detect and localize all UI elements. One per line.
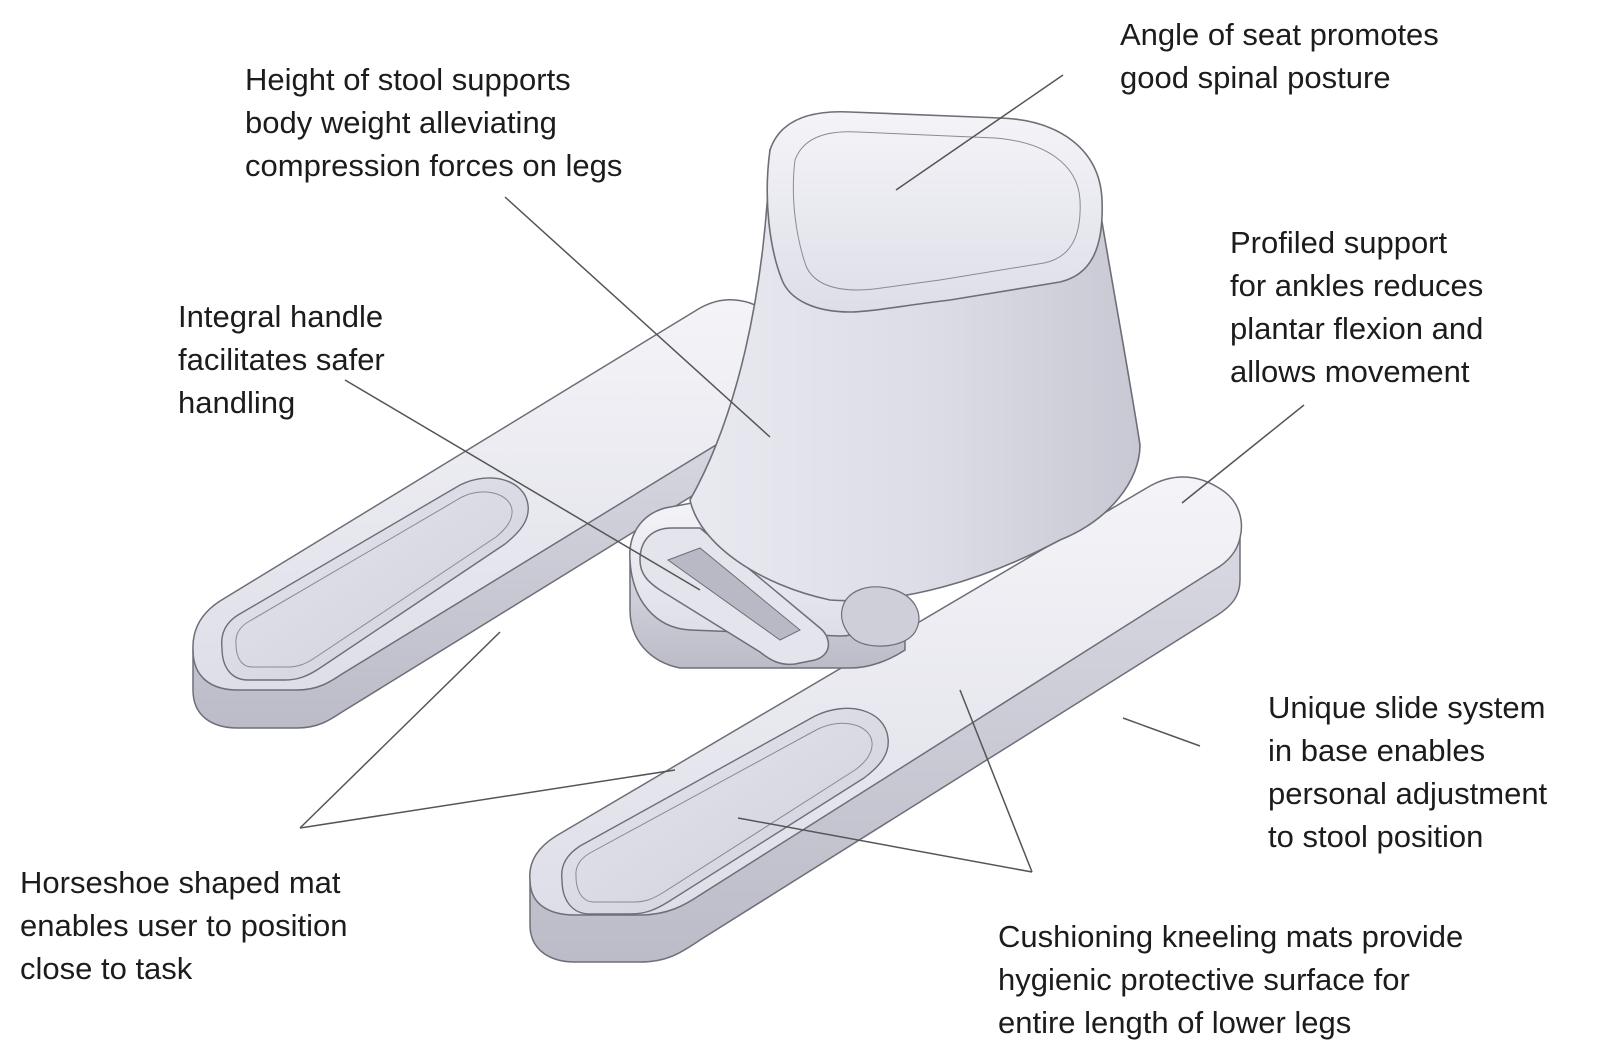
label-line: close to task xyxy=(20,951,193,986)
left-mat-arm xyxy=(192,298,772,729)
handle-slot xyxy=(666,547,801,641)
stool-body xyxy=(689,110,1141,647)
label-stool-height: Height of stool supports body weight all… xyxy=(245,58,622,187)
label-line: handling xyxy=(178,385,296,420)
label-line: Integral handle xyxy=(178,299,384,334)
label-line: in base enables xyxy=(1268,733,1486,768)
label-line: personal adjustment xyxy=(1268,776,1548,811)
right-mat-arm xyxy=(529,476,1243,963)
label-horseshoe-mat: Horseshoe shaped mat enables user to pos… xyxy=(20,861,347,990)
label-line: for ankles reduces xyxy=(1230,268,1484,303)
left-arm-pad-inner xyxy=(235,491,513,668)
label-line: Horseshoe shaped mat xyxy=(20,865,341,900)
stool-ankle-recess xyxy=(840,586,920,647)
label-line: entire length of lower legs xyxy=(998,1005,1352,1040)
label-line: Profiled support xyxy=(1230,225,1448,260)
right-arm-pad-inner xyxy=(575,722,873,903)
label-line: good spinal posture xyxy=(1120,60,1391,95)
label-ankle-support: Profiled support for ankles reduces plan… xyxy=(1230,221,1483,393)
label-integral-handle: Integral handle facilitates safer handli… xyxy=(178,295,385,424)
label-line: compression forces on legs xyxy=(245,148,623,183)
stool-seat-inner xyxy=(792,131,1081,291)
left-arm-pad xyxy=(220,477,529,681)
label-line: Angle of seat promotes xyxy=(1120,17,1439,52)
label-slide-system: Unique slide system in base enables pers… xyxy=(1268,686,1547,858)
label-line: Unique slide system xyxy=(1268,690,1546,725)
leader-seat-angle xyxy=(895,74,1064,191)
label-line: allows movement xyxy=(1230,354,1470,389)
label-line: hygienic protective surface for xyxy=(998,962,1410,997)
right-arm-pad xyxy=(561,707,889,915)
label-line: enables user to position xyxy=(20,908,348,943)
leader-lines xyxy=(299,74,1305,873)
label-line: body weight alleviating xyxy=(245,105,557,140)
leader-cushion-right xyxy=(959,689,1033,873)
label-line: facilitates safer xyxy=(178,342,385,377)
leader-handle xyxy=(344,379,701,591)
leader-horse-right xyxy=(299,769,676,829)
label-line: to stool position xyxy=(1268,819,1484,854)
label-line: Cushioning kneeling mats provide xyxy=(998,919,1464,954)
stool-seat xyxy=(766,110,1103,313)
leader-ankle xyxy=(1181,404,1305,504)
label-kneeling-mats: Cushioning kneeling mats provide hygieni… xyxy=(998,915,1463,1044)
label-line: plantar flexion and xyxy=(1230,311,1484,346)
leader-cushion-left xyxy=(737,817,1033,873)
label-line: Height of stool supports xyxy=(245,62,571,97)
label-seat-angle: Angle of seat promotes good spinal postu… xyxy=(1120,13,1439,99)
leader-slide xyxy=(1122,717,1201,747)
leader-stool-height xyxy=(504,196,771,438)
right-arm-side xyxy=(529,536,1241,963)
leader-horse-left xyxy=(299,631,501,829)
